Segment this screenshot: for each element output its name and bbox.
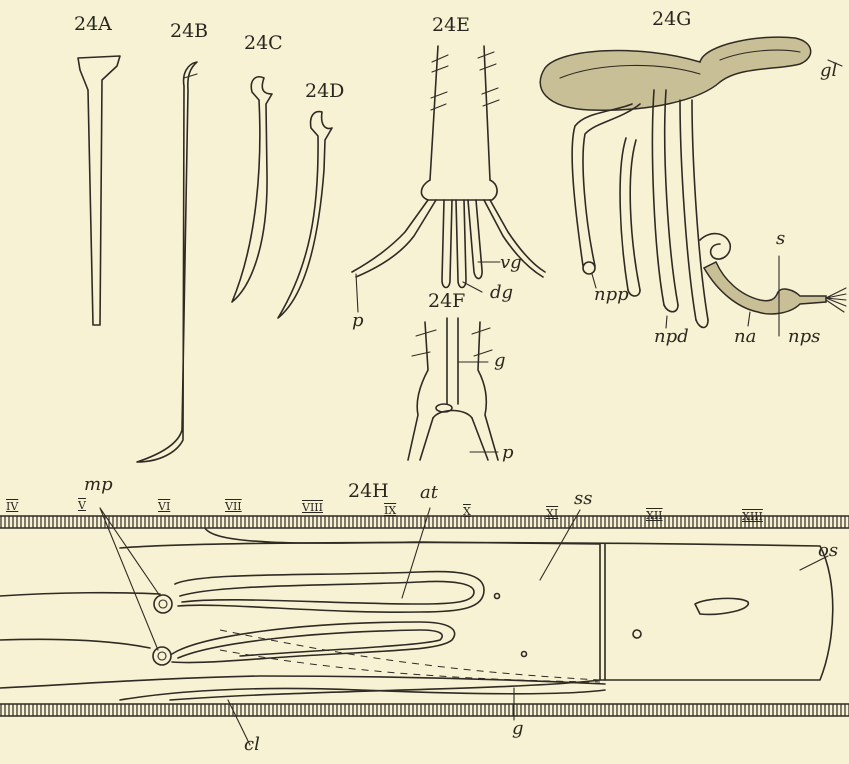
label-g-24h: g: [512, 718, 524, 739]
label-npd: npd: [654, 326, 689, 347]
figure-label-24b: 24B: [170, 20, 208, 42]
label-vg: vg: [500, 252, 522, 273]
figure-label-24e: 24E: [432, 14, 470, 36]
segment-label-v: V: [78, 499, 86, 512]
label-at: at: [420, 482, 438, 503]
segment-label-xiii: XIII: [742, 510, 763, 523]
segment-label-iv: IV: [6, 500, 18, 513]
figure-label-24g: 24G: [652, 8, 691, 30]
figure-label-24f: 24F: [428, 290, 465, 312]
figure-label-24h: 24H: [348, 480, 389, 502]
segment-label-ix: IX: [384, 504, 396, 517]
segment-label-vi: VI: [158, 500, 170, 513]
segment-label-xi: XI: [546, 507, 558, 520]
label-npp: npp: [594, 284, 629, 305]
figure-24a-seta: [78, 56, 120, 325]
label-os: os: [818, 540, 838, 561]
figure-24h-drawing: [0, 508, 849, 745]
segment-label-viii: VIII: [302, 501, 323, 514]
label-cl: cl: [244, 734, 260, 755]
label-nps: nps: [788, 326, 820, 347]
label-ss: ss: [574, 488, 592, 509]
segment-label-x: X: [463, 505, 471, 518]
label-s: s: [776, 228, 785, 249]
figure-24b-seta: [137, 62, 197, 462]
figure-label-24a: 24A: [74, 13, 112, 35]
figure-24c-seta: [232, 77, 272, 302]
segment-label-vii: VII: [225, 500, 242, 513]
label-p-24f: p: [502, 442, 514, 463]
label-p-24e: p: [352, 310, 364, 331]
figure-label-24d: 24D: [305, 80, 344, 102]
label-dg: dg: [490, 282, 513, 303]
label-gl: gl: [820, 60, 837, 81]
figure-24f-drawing: [408, 318, 498, 460]
segment-label-xii: XII: [646, 509, 663, 522]
figure-24d-seta: [278, 112, 332, 318]
label-na: na: [734, 326, 756, 347]
label-g-24f: g: [494, 350, 506, 371]
figure-24g-drawing: [540, 37, 846, 336]
figure-label-24c: 24C: [244, 32, 283, 54]
label-mp: mp: [84, 474, 113, 495]
